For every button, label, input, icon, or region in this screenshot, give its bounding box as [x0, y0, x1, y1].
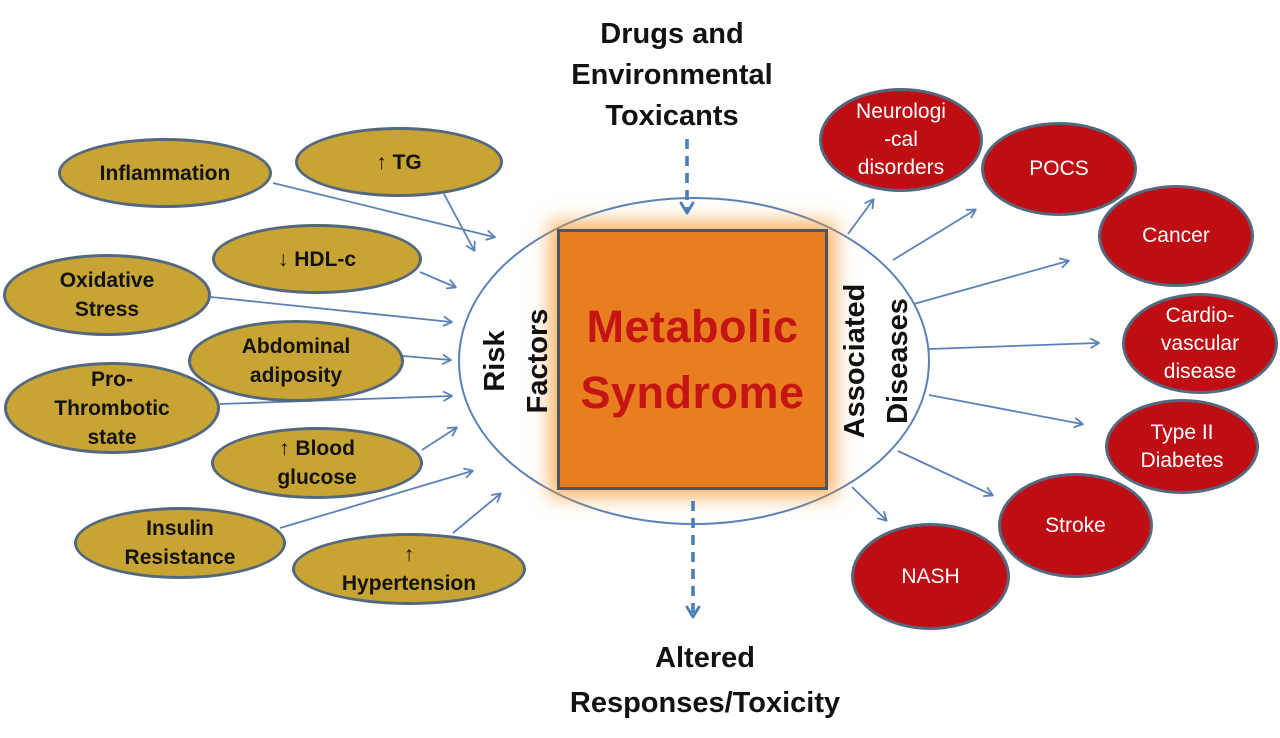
disease-node-stroke: Stroke: [998, 473, 1153, 578]
risk-node-abdominal-adiposity: Abdominal adiposity: [188, 320, 404, 402]
disease-node-cardiovascular: Cardio- vascular disease: [1122, 293, 1278, 394]
arrow-bloodglucose-to-center: [421, 426, 458, 451]
risk-node-inflammation: Inflammation: [58, 138, 272, 208]
risk-node-tg: ↑ TG: [295, 127, 503, 197]
bottom-label: Altered Responses/Toxicity: [569, 642, 841, 719]
disease-node-pocs: POCS: [981, 122, 1137, 216]
arrow-hdlc-to-center: [419, 271, 457, 290]
risk-node-blood-glucose: ↑ Blood glucose: [211, 427, 423, 499]
risk-factors-label: Risk Factors: [479, 308, 554, 414]
risk-node-prothrombotic-state: Pro- Thrombotic state: [4, 362, 220, 454]
arrow-hypertension-to-center: [452, 492, 502, 534]
disease-node-cancer: Cancer: [1098, 185, 1254, 287]
associated-diseases-label: Associated Diseases: [839, 283, 914, 439]
arrow-center-to-cancer: [902, 257, 1070, 308]
disease-node-nash: NASH: [851, 523, 1010, 630]
disease-node-type2-diabetes: Type II Diabetes: [1105, 399, 1259, 494]
risk-node-hdlc: ↓ HDL-c: [212, 224, 422, 294]
arrow-center-to-diabetes: [928, 394, 1084, 429]
arrow-center-to-neurological: [847, 198, 875, 235]
arrow-center-to-nash: [851, 486, 888, 522]
metabolic-syndrome-label: Metabolic Syndrome: [580, 300, 805, 418]
metabolic-syndrome-box: Metabolic Syndrome: [557, 229, 828, 490]
risk-node-insulin-resistance: Insulin Resistance: [74, 507, 286, 579]
risk-node-oxidative-stress: Oxidative Stress: [3, 254, 211, 336]
arrow-tg-to-center: [443, 193, 476, 252]
risk-node-hypertension: ↑ Hypertension: [292, 533, 526, 605]
arrow-abdominal-to-center: [402, 354, 452, 365]
arrow-oxidative-to-center: [210, 296, 453, 327]
arrow-center-to-cardiovascular: [928, 337, 1100, 350]
disease-node-neurological: Neurologi -cal disorders: [819, 88, 983, 192]
top-label: Drugs and Environmental Toxicants: [571, 18, 773, 132]
